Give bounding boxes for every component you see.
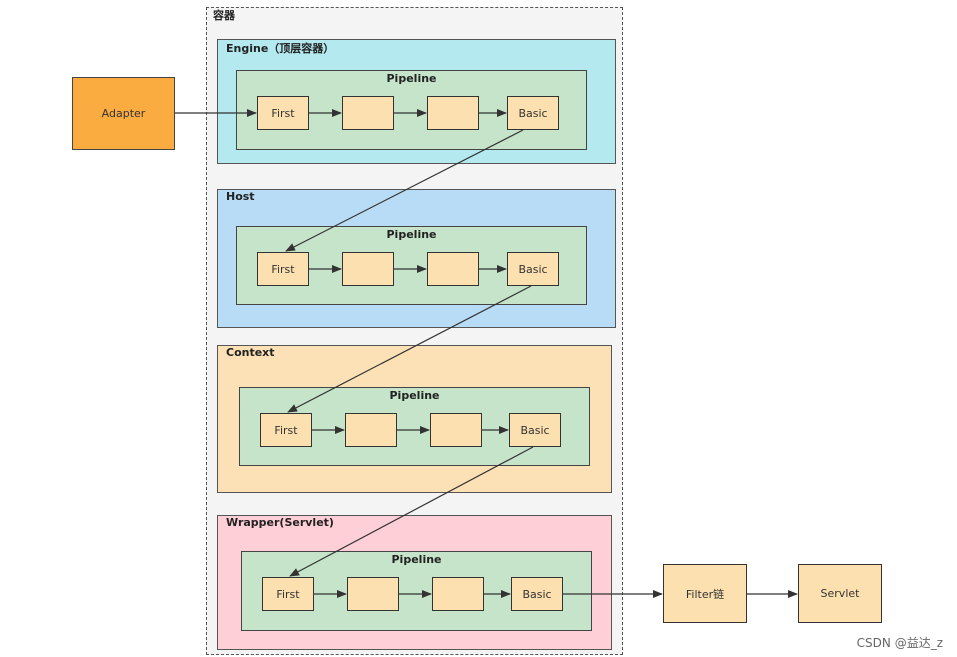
engine-valve-first: First [257,96,309,130]
host-valve-basic: Basic [507,252,559,286]
wrapper-valve-3 [432,577,484,611]
context-valve-basic: Basic [509,413,561,447]
host-pipeline-label: Pipeline [386,228,437,241]
wrapper-pipeline-label: Pipeline [391,553,442,566]
context-to-wrapper-arrow [289,446,534,577]
wrapper-valve-2 [347,577,399,611]
host-to-context-arrow [287,285,532,413]
host-valve-2 [342,252,394,286]
engine-to-host-arrow [285,129,524,252]
watermark: CSDN @益达_z [856,636,943,650]
host-valve-first: First [257,252,309,286]
engine-layer-label: Engine（顶层容器） [226,42,335,55]
wrapper-valve-basic: Basic [511,577,563,611]
adapter-box: Adapter [72,77,175,150]
wrapper-layer-label: Wrapper(Servlet) [226,516,334,529]
engine-valve-2 [342,96,394,130]
host-valve-3 [427,252,479,286]
host-layer-label: Host [226,190,255,203]
context-valve-3 [430,413,482,447]
context-valve-2 [345,413,397,447]
engine-pipeline-label: Pipeline [386,72,437,85]
context-layer-label: Context [226,346,275,359]
wrapper-valve-first: First [262,577,314,611]
container-label: 容器 [213,9,235,22]
servlet-box: Servlet [798,564,882,623]
engine-valve-3 [427,96,479,130]
engine-valve-basic: Basic [507,96,559,130]
context-valve-first: First [260,413,312,447]
filter-chain-box: Filter链 [663,564,747,623]
context-pipeline-label: Pipeline [389,389,440,402]
